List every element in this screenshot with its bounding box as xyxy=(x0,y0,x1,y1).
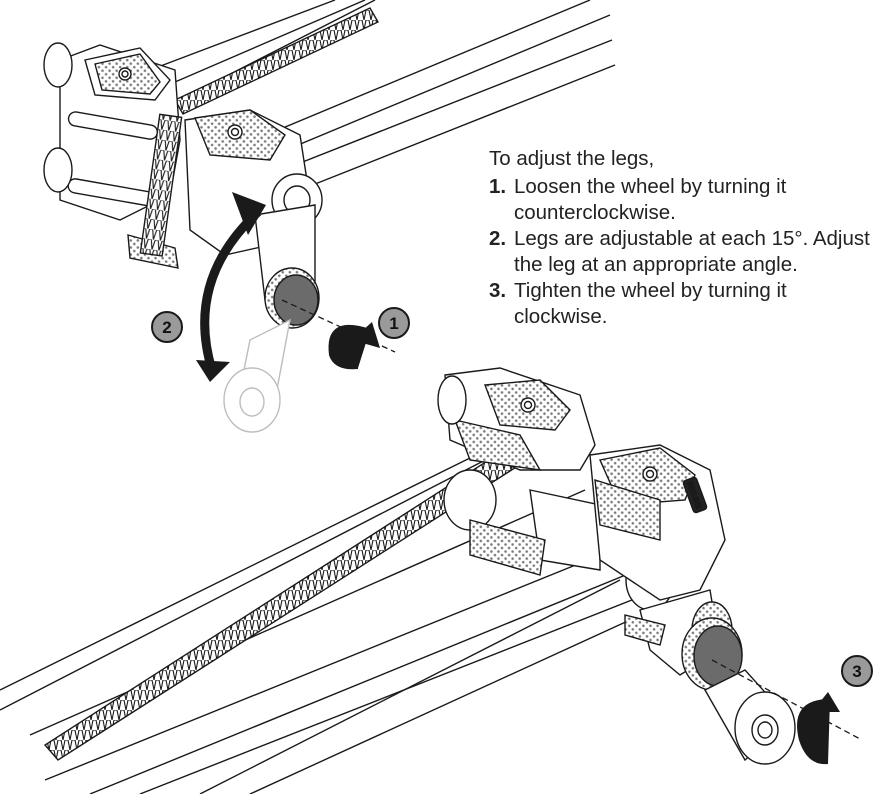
step-text-line: counterclockwise. xyxy=(514,201,676,224)
step-text-line: clockwise. xyxy=(514,305,608,328)
loosen-rotation-arrow xyxy=(281,299,396,370)
callout-badge-1: 1 xyxy=(378,307,410,339)
step-text-line: Loosen the wheel by turning it xyxy=(514,175,787,198)
instruction-step-3: 3. Tighten the wheel by turning it clock… xyxy=(489,278,886,330)
callout-number-1: 1 xyxy=(389,314,398,333)
callout-badge-3: 3 xyxy=(841,655,873,687)
bottom-middle-body xyxy=(529,489,601,571)
callout-badge-2: 2 xyxy=(151,311,183,343)
bottom-slider-assembly: INCLINE xyxy=(0,367,796,794)
top-rack xyxy=(174,7,379,115)
top-lock-wheel xyxy=(264,267,320,329)
instruction-step-2: 2. Legs are adjustable at each 15°. Adju… xyxy=(489,226,886,278)
top-pinion-gear xyxy=(139,113,183,257)
bottom-back-clamp xyxy=(437,367,596,471)
step-text-line: Legs are adjustable at each 15°. Adjust xyxy=(514,227,870,250)
step-number: 2. xyxy=(489,227,507,250)
tighten-rotation-arrow xyxy=(711,659,863,765)
step-number: 1. xyxy=(489,175,507,198)
callout-number-3: 3 xyxy=(852,662,861,681)
step-number: 3. xyxy=(489,279,507,302)
instruction-step-1: 1. Loosen the wheel by turning it counte… xyxy=(489,174,886,226)
bottom-lock-wheel xyxy=(681,617,743,691)
incline-logo-badge xyxy=(682,476,708,514)
top-slider-assembly xyxy=(43,0,616,433)
bottom-leg xyxy=(704,669,796,765)
step-text-line: Tighten the wheel by turning it xyxy=(514,279,787,302)
bottom-middle-pad xyxy=(469,519,546,576)
ghost-leg-position xyxy=(223,318,291,433)
bottom-front-clamp: INCLINE xyxy=(589,444,726,601)
leg-swing-arrow xyxy=(196,192,266,382)
instructions-intro: To adjust the legs, xyxy=(489,147,655,170)
step-text-line: the leg at an appropriate angle. xyxy=(514,253,798,276)
leg-adjustment-instructions: To adjust the legs, 1. Loosen the wheel … xyxy=(489,146,886,330)
callout-number-2: 2 xyxy=(162,318,171,337)
